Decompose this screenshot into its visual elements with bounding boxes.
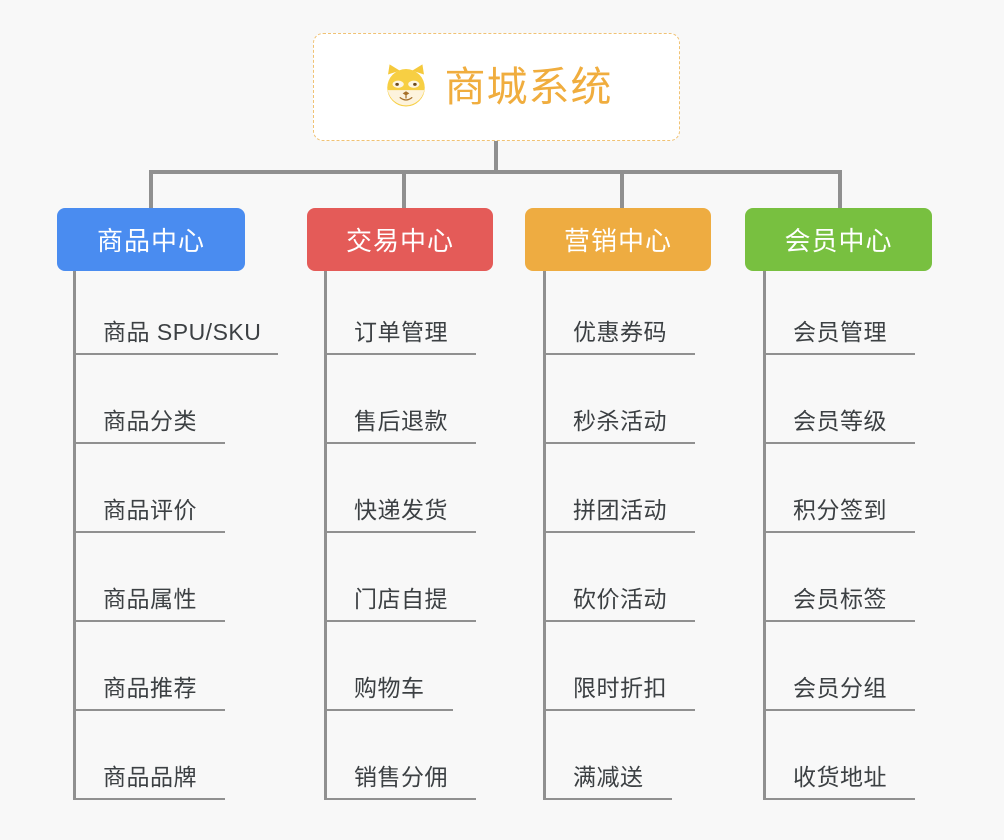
leaf-item[interactable]: 商品 SPU/SKU	[73, 319, 278, 355]
leaf-spine-1	[73, 271, 76, 800]
leaf-label: 商品属性	[103, 586, 197, 612]
leaf-label: 购物车	[354, 675, 425, 701]
shiba-dog-icon	[381, 62, 431, 112]
connector-drop-1	[149, 170, 153, 210]
leaf-label: 会员等级	[793, 408, 887, 434]
connector-drop-4	[838, 170, 842, 210]
leaf-label: 砍价活动	[573, 586, 667, 612]
leaf-item[interactable]: 快递发货	[324, 497, 476, 533]
leaf-item[interactable]: 商品品牌	[73, 764, 225, 800]
leaf-item[interactable]: 商品属性	[73, 586, 225, 622]
category-label-4: 会员中心	[784, 226, 893, 256]
leaf-label: 会员分组	[793, 675, 887, 701]
leaf-label: 商品评价	[103, 497, 197, 523]
leaf-label: 限时折扣	[573, 675, 667, 701]
leaf-label: 快递发货	[354, 497, 448, 523]
leaf-label: 积分签到	[793, 497, 887, 523]
leaf-item[interactable]: 砍价活动	[543, 586, 695, 622]
leaf-item[interactable]: 会员分组	[763, 675, 915, 711]
leaf-label: 订单管理	[354, 319, 448, 345]
leaf-spine-3	[543, 271, 546, 800]
leaf-spine-2	[324, 271, 327, 800]
category-box-2[interactable]: 交易中心	[307, 208, 493, 271]
leaf-item[interactable]: 商品推荐	[73, 675, 225, 711]
leaf-label: 秒杀活动	[573, 408, 667, 434]
leaf-label: 售后退款	[354, 408, 448, 434]
category-label-1: 商品中心	[96, 226, 205, 256]
leaf-label: 拼团活动	[573, 497, 667, 523]
leaf-label: 门店自提	[354, 586, 448, 612]
leaf-label: 商品推荐	[103, 675, 197, 701]
leaf-item[interactable]: 会员等级	[763, 408, 915, 444]
leaf-item[interactable]: 会员管理	[763, 319, 915, 355]
connector-horizontal-bus	[149, 170, 842, 174]
leaf-item[interactable]: 销售分佣	[324, 764, 476, 800]
category-box-1[interactable]: 商品中心	[57, 208, 245, 271]
leaf-item[interactable]: 订单管理	[324, 319, 476, 355]
leaf-item[interactable]: 收货地址	[763, 764, 915, 800]
leaf-label: 满减送	[573, 764, 644, 790]
leaf-spine-4	[763, 271, 766, 800]
category-box-4[interactable]: 会员中心	[745, 208, 932, 271]
leaf-item[interactable]: 限时折扣	[543, 675, 695, 711]
leaf-label: 商品 SPU/SKU	[103, 319, 262, 345]
root-title: 商城系统	[444, 63, 613, 110]
leaf-item[interactable]: 优惠券码	[543, 319, 695, 355]
connector-drop-2	[402, 170, 406, 210]
category-label-2: 交易中心	[345, 226, 454, 256]
root-node[interactable]: 商城系统	[313, 33, 680, 141]
leaf-label: 销售分佣	[354, 764, 448, 790]
leaf-item[interactable]: 会员标签	[763, 586, 915, 622]
leaf-item[interactable]: 商品分类	[73, 408, 225, 444]
category-label-3: 营销中心	[563, 226, 672, 256]
leaf-label: 商品品牌	[103, 764, 197, 790]
connector-drop-3	[620, 170, 624, 210]
leaf-item[interactable]: 售后退款	[324, 408, 476, 444]
leaf-item[interactable]: 拼团活动	[543, 497, 695, 533]
connector-root-stem	[494, 141, 498, 174]
leaf-item[interactable]: 商品评价	[73, 497, 225, 533]
leaf-label: 商品分类	[103, 408, 197, 434]
category-box-3[interactable]: 营销中心	[525, 208, 711, 271]
leaf-label: 会员管理	[793, 319, 887, 345]
leaf-item[interactable]: 积分签到	[763, 497, 915, 533]
leaf-item[interactable]: 满减送	[543, 764, 672, 800]
leaf-item[interactable]: 购物车	[324, 675, 453, 711]
leaf-item[interactable]: 秒杀活动	[543, 408, 695, 444]
leaf-item[interactable]: 门店自提	[324, 586, 476, 622]
leaf-label: 优惠券码	[573, 319, 667, 345]
leaf-label: 收货地址	[793, 764, 887, 790]
leaf-label: 会员标签	[793, 586, 887, 612]
